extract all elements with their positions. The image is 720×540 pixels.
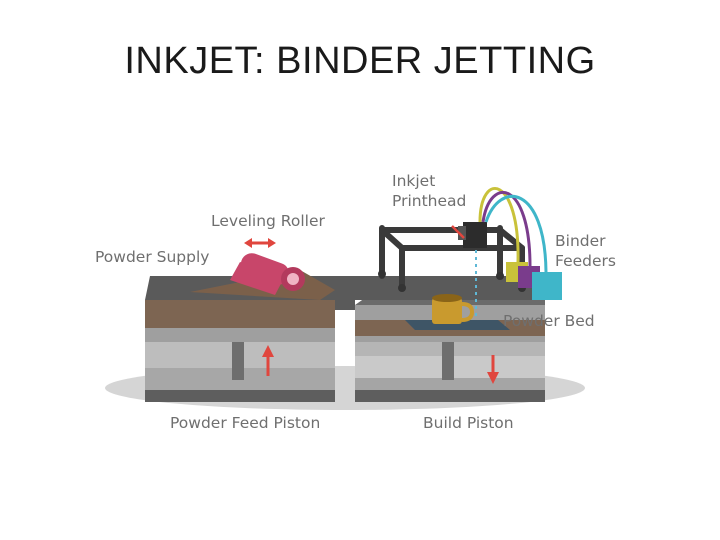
label-powder-supply: Powder Supply [95,248,209,266]
label-binder-feeders-2: Feeders [555,252,616,270]
roller-motion-arrow [244,238,276,248]
coffee-cup [432,294,475,324]
label-inkjet-printhead-1: Inkjet [392,172,435,190]
label-powder-bed: Powder Bed [503,312,595,330]
binder-feeders [506,262,562,300]
slide-title: INKJET: BINDER JETTING [124,40,596,82]
feeder-tubes [478,187,548,273]
label-build-piston: Build Piston [423,414,514,432]
feed-piston-up-arrow [262,345,274,376]
label-powder-feed-piston: Powder Feed Piston [170,414,320,432]
inkjet-printhead [458,222,487,248]
label-inkjet-printhead-2: Printhead [392,192,466,210]
printhead-motion-arrow [451,225,465,239]
label-leveling-roller: Leveling Roller [211,212,326,230]
powder-supply-chamber [145,276,335,402]
powder-bed-surface [405,320,510,330]
label-binder-feeders-1: Binder [555,232,606,250]
build-piston-down-arrow [487,355,499,384]
leveling-roller [230,253,305,295]
